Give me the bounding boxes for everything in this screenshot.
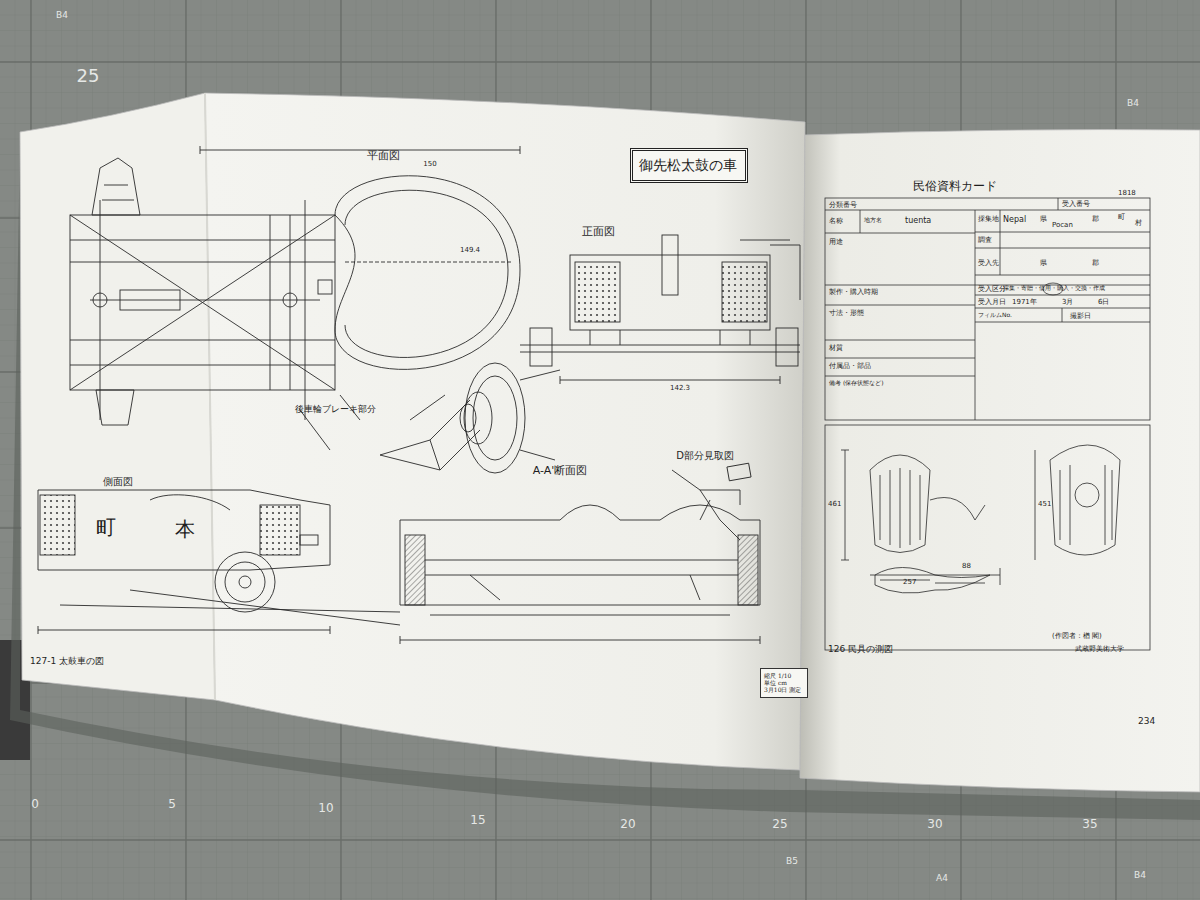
card-table <box>825 198 1150 650</box>
drawing-label: 257 <box>903 578 916 586</box>
drawing-label: 採集地 <box>978 215 999 223</box>
drawing-label: 地方名 <box>864 217 882 224</box>
drawing-label: B5 <box>786 856 798 866</box>
scale-note-box: 縮尺 1/10単位 cm3月10日 測定 <box>760 668 808 698</box>
drawing-label: Nepal <box>1003 215 1026 224</box>
drawing-label: 側面図 <box>103 476 133 488</box>
node-text: 御先松太鼓の車 <box>639 157 739 174</box>
drawing-label: 受入区分 <box>978 285 1006 293</box>
drawing-label: 234 <box>1138 716 1155 726</box>
drawing-label: 30 <box>927 818 942 832</box>
drawing-label: 本 <box>175 518 195 541</box>
drawing-label: 後車輪ブレーキ部分 <box>295 404 376 414</box>
node-text: 縮尺 1/10 <box>764 672 804 679</box>
drawing-label: 5 <box>168 798 176 812</box>
right-page <box>800 130 1200 792</box>
drawing-label: 142.3 <box>670 384 690 392</box>
drawing-label: 調査 <box>978 236 992 244</box>
drawing-label: 461 <box>828 500 841 508</box>
drawing-label: 1818 <box>1118 189 1136 197</box>
drawing-label: 用途 <box>829 238 843 246</box>
drawing-label: A4 <box>936 873 948 883</box>
fold-line <box>205 93 215 700</box>
drawing-label: 35 <box>1082 818 1097 832</box>
drawing-label: 分類番号 <box>829 201 857 209</box>
plan-view <box>70 146 520 450</box>
drawing-label: 平面図 <box>367 150 400 163</box>
drawing-label: 25 <box>772 818 787 832</box>
drawing-label: 撮影日 <box>1070 312 1091 320</box>
drawing-label: 村 <box>1135 219 1142 227</box>
side-view <box>38 490 400 634</box>
drawing-label: 88 <box>962 562 971 570</box>
drawing-label: 郡 <box>1092 259 1099 267</box>
drawing-label: 製作・購入時期 <box>829 288 878 296</box>
drawing-label: 付属品・部品 <box>829 362 871 370</box>
drawing-label: 20 <box>620 818 635 832</box>
drawing-label: 15 <box>470 814 485 828</box>
drawing-label: 10 <box>318 802 333 816</box>
drawing-label: 民俗資料カード <box>913 180 997 194</box>
drawing-label: 0 <box>31 798 39 812</box>
drawing-label: 郡 <box>1092 215 1099 223</box>
drawing-label: D部分見取図 <box>676 450 734 462</box>
drawing-label: 採集・寄贈・借用・購入・交換・作成 <box>1003 285 1105 292</box>
section-view <box>400 505 760 644</box>
drawing-label: 正面図 <box>582 226 615 239</box>
title-box: 御先松太鼓の車 <box>630 148 748 183</box>
d-detail <box>672 463 751 540</box>
drawing-label: A-A'断面図 <box>533 465 588 478</box>
drawing-label: 武蔵野美術大学 <box>1075 645 1124 653</box>
drawing-label: 受入番号 <box>1062 200 1090 208</box>
drawing-label: tuenta <box>905 216 931 225</box>
front-view <box>520 235 800 384</box>
drawing-label: Pocan <box>1052 221 1073 229</box>
drawing-label: 25 <box>77 66 100 87</box>
drawing-label: (作図者：楢 閣) <box>1052 632 1102 640</box>
drawing-label: 149.4 <box>460 246 480 254</box>
drawing-label: 受入月日 <box>978 298 1006 306</box>
foldout-page <box>20 93 215 700</box>
drawing-label: 材質 <box>829 344 843 352</box>
node-text: 単位 cm <box>764 679 804 686</box>
drawing-label: 県 <box>1040 215 1047 223</box>
broom-drawings <box>841 445 1120 593</box>
drawing-label: 寸法・形態 <box>829 309 864 317</box>
drawing-label: B4 <box>56 10 68 20</box>
node-text: 3月10日 測定 <box>764 686 804 693</box>
drawing-label: B4 <box>1134 870 1146 880</box>
drawing-label: 受入先 <box>978 259 999 267</box>
drawing-label: 150 <box>423 160 436 168</box>
drawing-label: 451 <box>1038 500 1051 508</box>
drawing-label: B4 <box>1127 98 1139 108</box>
brake-wheel <box>380 363 560 473</box>
drawing-label: 3月 <box>1062 298 1073 306</box>
drawing-label: 町 <box>1118 213 1125 221</box>
drawing-label: 備考 (保存状態など) <box>829 380 884 387</box>
drawing-label: 県 <box>1040 259 1047 267</box>
drawing-label: 名称 <box>829 217 843 225</box>
drawing-label: 126 民具の測図 <box>828 644 893 654</box>
drawing-label: フィルムNo. <box>978 312 1012 319</box>
drawing-label: 127-1 太鼓車の図 <box>30 656 104 666</box>
left-page <box>205 93 805 770</box>
drawing-label: 町 <box>96 516 116 539</box>
drawing-label: 6日 <box>1098 298 1109 306</box>
drawing-label: 1971年 <box>1012 298 1037 306</box>
